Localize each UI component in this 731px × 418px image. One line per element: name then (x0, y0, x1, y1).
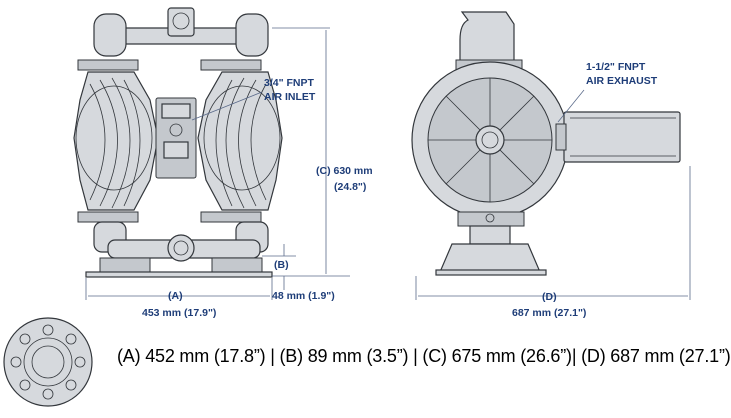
air-exhaust-label-2: AIR EXHAUST (586, 75, 658, 87)
dim-c-label: (C) 630 mm (316, 165, 373, 177)
dim-c-value: (24.8") (334, 181, 366, 193)
pump-front-view (73, 7, 283, 278)
air-exhaust-label: 1-1/2" FNPT (586, 61, 646, 73)
dimension-lines (85, 27, 691, 300)
pump-side-view (411, 11, 681, 276)
pump-dimension-diagram: 3/4" FNPT AIR INLET 1-1/2" FNPT AIR EXHA… (3, 7, 691, 407)
air-inlet-label-2: AIR INLET (264, 91, 316, 103)
dim-b-value: 48 mm (1.9") (272, 290, 335, 302)
dim-a-label: (A) (168, 290, 183, 302)
dim-d-value: 687 mm (27.1") (512, 307, 586, 319)
dim-a-value: 453 mm (17.9") (142, 307, 216, 319)
dim-b-label: (B) (274, 259, 289, 271)
dimensions-legend: (A) 452 mm (17.8”) | (B) 89 mm (3.5”) | … (117, 346, 731, 366)
dim-d-label: (D) (542, 291, 557, 303)
flange-bottom-view (3, 317, 93, 407)
air-inlet-label: 3/4" FNPT (264, 77, 314, 89)
